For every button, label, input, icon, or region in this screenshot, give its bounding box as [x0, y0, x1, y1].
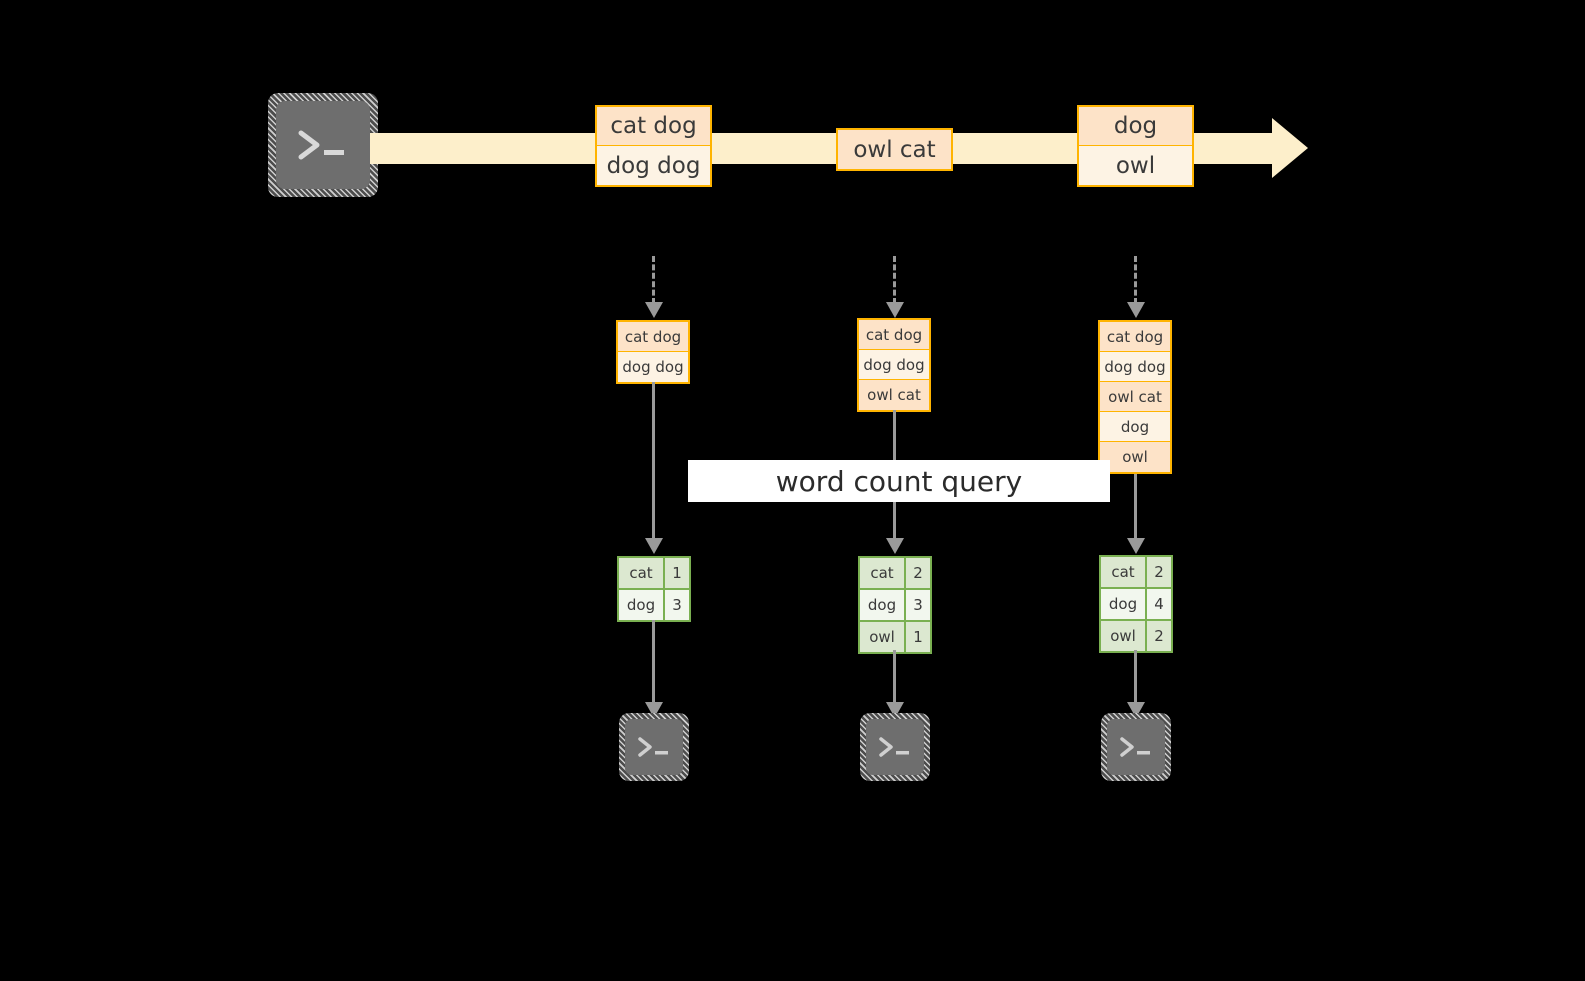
prompt-glyph	[268, 93, 378, 197]
result-word: dog	[860, 590, 906, 620]
result-count: 3	[906, 590, 930, 620]
record-line: cat dog	[597, 107, 710, 146]
result-count: 2	[906, 558, 930, 588]
snapshot-1-query-connector	[644, 382, 663, 554]
stream-to-snapshot-connector-1	[644, 256, 663, 318]
snapshot-1-sink-connector	[644, 620, 663, 718]
input-line: cat dog	[1100, 322, 1170, 352]
result-count: 1	[906, 622, 930, 652]
stream-record-group-2: owl cat	[836, 128, 953, 171]
stream-record-group-3: dog owl	[1077, 105, 1194, 187]
input-line: owl	[1100, 442, 1170, 472]
snapshot-2-sink-terminal-icon	[860, 713, 930, 781]
snapshot-2-result-table: cat 2 dog 3 owl 1	[858, 556, 932, 654]
result-word: dog	[1101, 589, 1147, 619]
prompt-glyph	[1101, 713, 1171, 781]
result-word: cat	[619, 558, 665, 588]
input-line: dog dog	[1100, 352, 1170, 382]
terminal-body	[866, 719, 924, 775]
input-line: cat dog	[618, 322, 688, 352]
snapshot-3-sink-connector	[1126, 650, 1145, 718]
source-terminal-icon	[268, 93, 378, 197]
result-count: 4	[1147, 589, 1171, 619]
result-row: owl 2	[1101, 621, 1171, 651]
snapshot-2-sink-connector	[885, 650, 904, 718]
record-line: owl	[1079, 146, 1192, 185]
prompt-glyph	[619, 713, 689, 781]
result-count: 3	[665, 590, 689, 620]
snapshot-1-result-table: cat 1 dog 3	[617, 556, 691, 622]
result-word: cat	[1101, 557, 1147, 587]
stream-arrowhead	[1272, 118, 1308, 178]
input-line: dog	[1100, 412, 1170, 442]
snapshot-3-query-connector	[1126, 474, 1145, 554]
result-row: cat 2	[1101, 557, 1171, 589]
result-row: cat 2	[860, 558, 930, 590]
input-line: dog dog	[859, 350, 929, 380]
result-word: cat	[860, 558, 906, 588]
snapshot-3-input-table: cat dog dog dog owl cat dog owl	[1098, 320, 1172, 474]
snapshot-1-sink-terminal-icon	[619, 713, 689, 781]
result-row: dog 3	[619, 590, 689, 620]
input-line: dog dog	[618, 352, 688, 382]
result-count: 2	[1147, 557, 1171, 587]
stream-to-snapshot-connector-3	[1126, 256, 1145, 318]
prompt-glyph	[860, 713, 930, 781]
snapshot-2-input-table: cat dog dog dog owl cat	[857, 318, 931, 412]
snapshot-3-result-table: cat 2 dog 4 owl 2	[1099, 555, 1173, 653]
input-line: owl cat	[1100, 382, 1170, 412]
stream-record-group-1: cat dog dog dog	[595, 105, 712, 187]
record-line: dog dog	[597, 146, 710, 185]
snapshot-1-input-table: cat dog dog dog	[616, 320, 690, 384]
stream-to-snapshot-connector-2	[885, 256, 904, 318]
result-word: owl	[860, 622, 906, 652]
record-line: owl cat	[838, 130, 951, 169]
snapshot-3-sink-terminal-icon	[1101, 713, 1171, 781]
result-row: owl 1	[860, 622, 930, 652]
terminal-body	[276, 101, 370, 189]
terminal-body	[625, 719, 683, 775]
query-label: word count query	[688, 460, 1110, 502]
result-count: 2	[1147, 621, 1171, 651]
record-line: dog	[1079, 107, 1192, 146]
input-line: owl cat	[859, 380, 929, 410]
terminal-body	[1107, 719, 1165, 775]
result-row: dog 4	[1101, 589, 1171, 621]
input-line: cat dog	[859, 320, 929, 350]
result-row: cat 1	[619, 558, 689, 590]
result-word: owl	[1101, 621, 1147, 651]
result-count: 1	[665, 558, 689, 588]
result-word: dog	[619, 590, 665, 620]
result-row: dog 3	[860, 590, 930, 622]
